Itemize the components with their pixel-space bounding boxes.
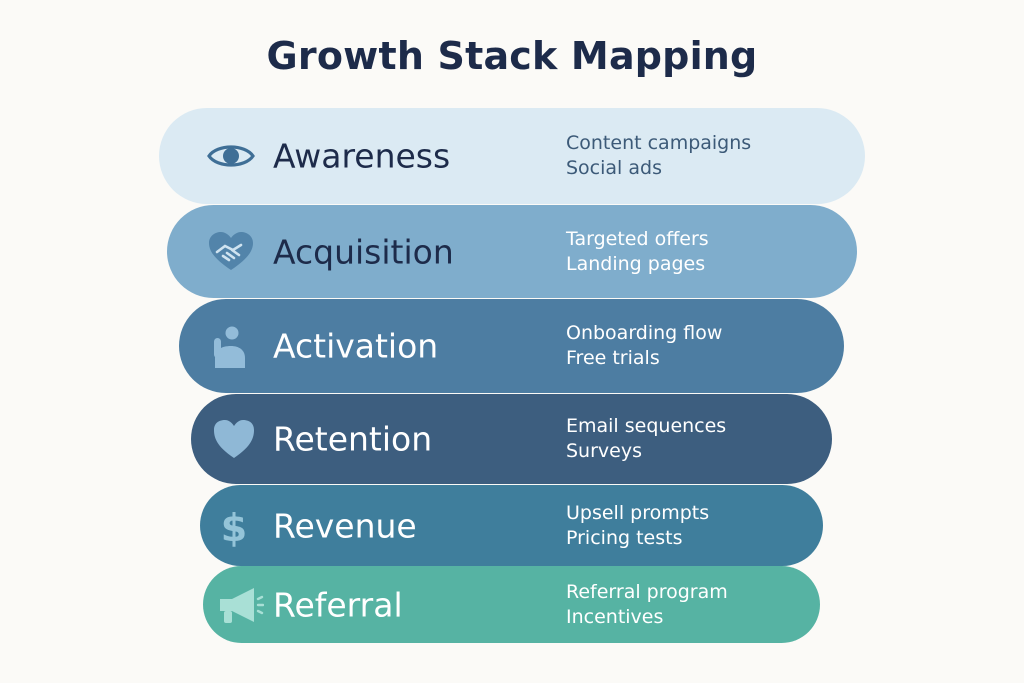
tactic-item: Upsell prompts (566, 501, 710, 524)
dollar-icon: $ (208, 504, 260, 548)
stage-label: Revenue (273, 506, 417, 545)
stage-label: Acquisition (273, 232, 454, 271)
tactic-item: Pricing tests (566, 526, 683, 549)
tactic-item: Email sequences (566, 415, 727, 437)
stage-label: Referral (273, 585, 403, 624)
stage-label: Activation (273, 326, 439, 366)
megaphone-icon (212, 583, 264, 627)
tactic-item: Targeted offers (566, 227, 709, 250)
eye-icon (205, 134, 257, 178)
tactic-item: Landing pages (566, 252, 706, 275)
tactic-item: Surveys (566, 440, 642, 462)
user-raised-hand-icon (205, 324, 257, 368)
stage-label: Retention (273, 419, 433, 459)
handshake-heart-icon (205, 230, 257, 274)
tactic-item: Referral program (566, 580, 728, 603)
tactic-item: Incentives (566, 605, 664, 628)
tactic-item: Content campaigns (566, 132, 752, 154)
svg-text:$: $ (221, 506, 247, 548)
tactic-item: Onboarding flow (566, 322, 723, 344)
stage-label: Awareness (273, 136, 451, 176)
tactic-item: Social ads (566, 157, 662, 179)
tactic-item: Free trials (566, 347, 660, 369)
page-title: Growth Stack Mapping (266, 34, 758, 78)
heart-icon (208, 417, 260, 461)
